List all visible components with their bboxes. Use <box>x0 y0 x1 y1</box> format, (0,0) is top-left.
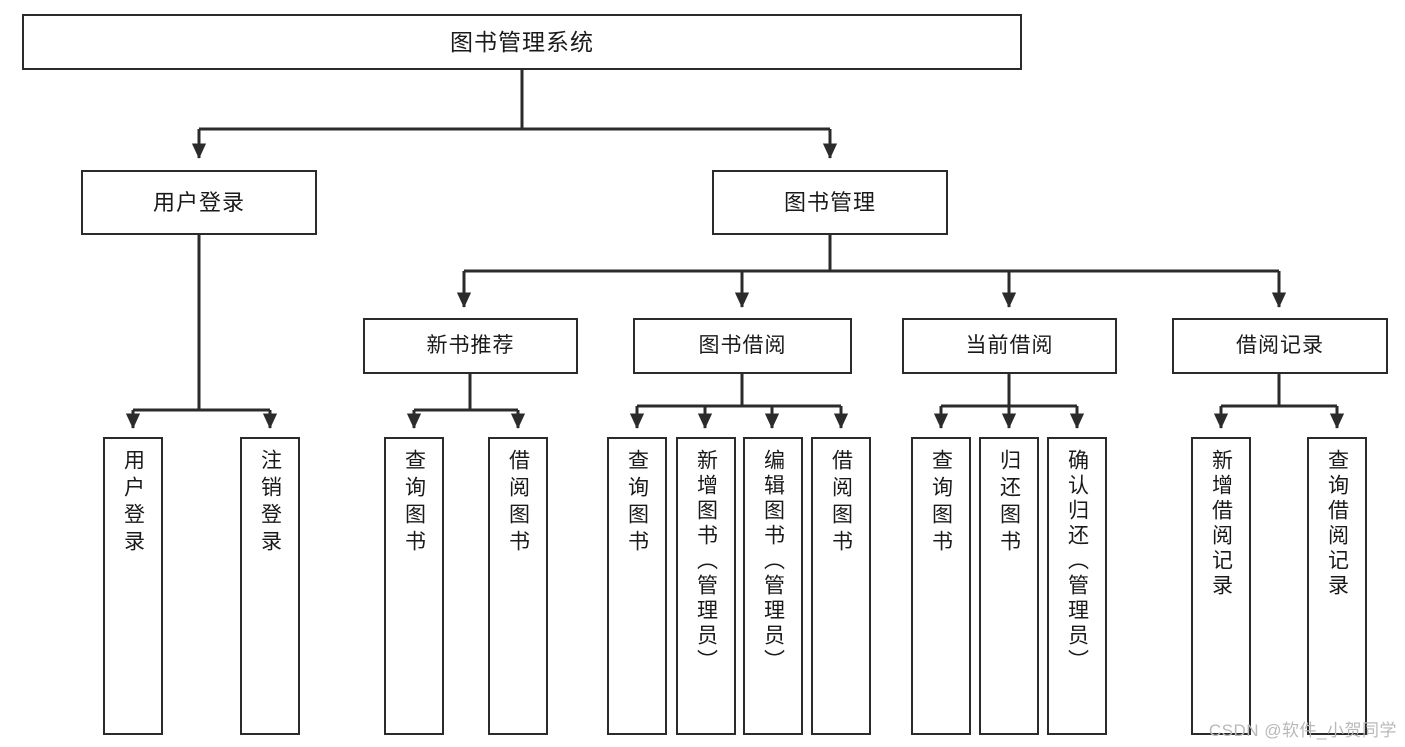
watermark-text: CSDN @软件_小贺同学 <box>1208 721 1397 740</box>
leaf-query-book-current[interactable]: 查询图书 <box>911 437 971 735</box>
node-label: 查询图书 <box>929 449 953 557</box>
node-label: 借阅记录 <box>1236 333 1324 357</box>
leaf-return-book[interactable]: 归还图书 <box>979 437 1039 735</box>
node-label: 当前借阅 <box>965 333 1054 357</box>
node-label: 新增借阅记录 <box>1209 449 1233 599</box>
node-label: 图书管理 <box>783 189 876 215</box>
leaf-query-book-recommend[interactable]: 查询图书 <box>384 437 444 735</box>
leaf-add-borrow-record[interactable]: 新增借阅记录 <box>1191 437 1251 735</box>
leaf-query-borrow-record[interactable]: 查询借阅记录 <box>1307 437 1367 735</box>
node-label: 编辑图书（管理员） <box>761 449 785 674</box>
node-book-management[interactable]: 图书管理 <box>712 170 948 235</box>
node-label: 借阅图书 <box>829 449 853 557</box>
node-label: 新增图书（管理员） <box>694 449 718 674</box>
node-label: 确认归还（管理员） <box>1065 449 1089 674</box>
node-borrow-record[interactable]: 借阅记录 <box>1172 318 1388 374</box>
node-label: 查询借阅记录 <box>1325 449 1349 599</box>
node-new-book-recommend[interactable]: 新书推荐 <box>363 318 578 374</box>
leaf-borrow-book[interactable]: 借阅图书 <box>811 437 871 735</box>
node-root-system[interactable]: 图书管理系统 <box>22 14 1022 70</box>
leaf-add-book-admin[interactable]: 新增图书（管理员） <box>676 437 736 735</box>
node-label: 借阅图书 <box>506 449 530 557</box>
node-current-borrow[interactable]: 当前借阅 <box>902 318 1117 374</box>
node-label: 新书推荐 <box>426 333 515 357</box>
leaf-query-book-borrow[interactable]: 查询图书 <box>607 437 667 735</box>
node-label: 查询图书 <box>402 449 426 557</box>
node-user-login[interactable]: 用户登录 <box>81 170 317 235</box>
leaf-user-login[interactable]: 用户登录 <box>103 437 163 735</box>
node-label: 图书管理系统 <box>450 28 594 55</box>
leaf-borrow-book-recommend[interactable]: 借阅图书 <box>488 437 548 735</box>
node-label: 查询图书 <box>625 449 649 557</box>
leaf-confirm-return-admin[interactable]: 确认归还（管理员） <box>1047 437 1107 735</box>
leaf-edit-book-admin[interactable]: 编辑图书（管理员） <box>743 437 803 735</box>
node-label: 归还图书 <box>997 449 1021 557</box>
node-book-borrow[interactable]: 图书借阅 <box>633 318 852 374</box>
node-label: 用户登录 <box>152 189 245 215</box>
node-label: 用户登录 <box>121 449 145 557</box>
node-label: 注销登录 <box>258 449 282 557</box>
node-label: 图书借阅 <box>698 333 787 357</box>
leaf-user-logout[interactable]: 注销登录 <box>240 437 300 735</box>
